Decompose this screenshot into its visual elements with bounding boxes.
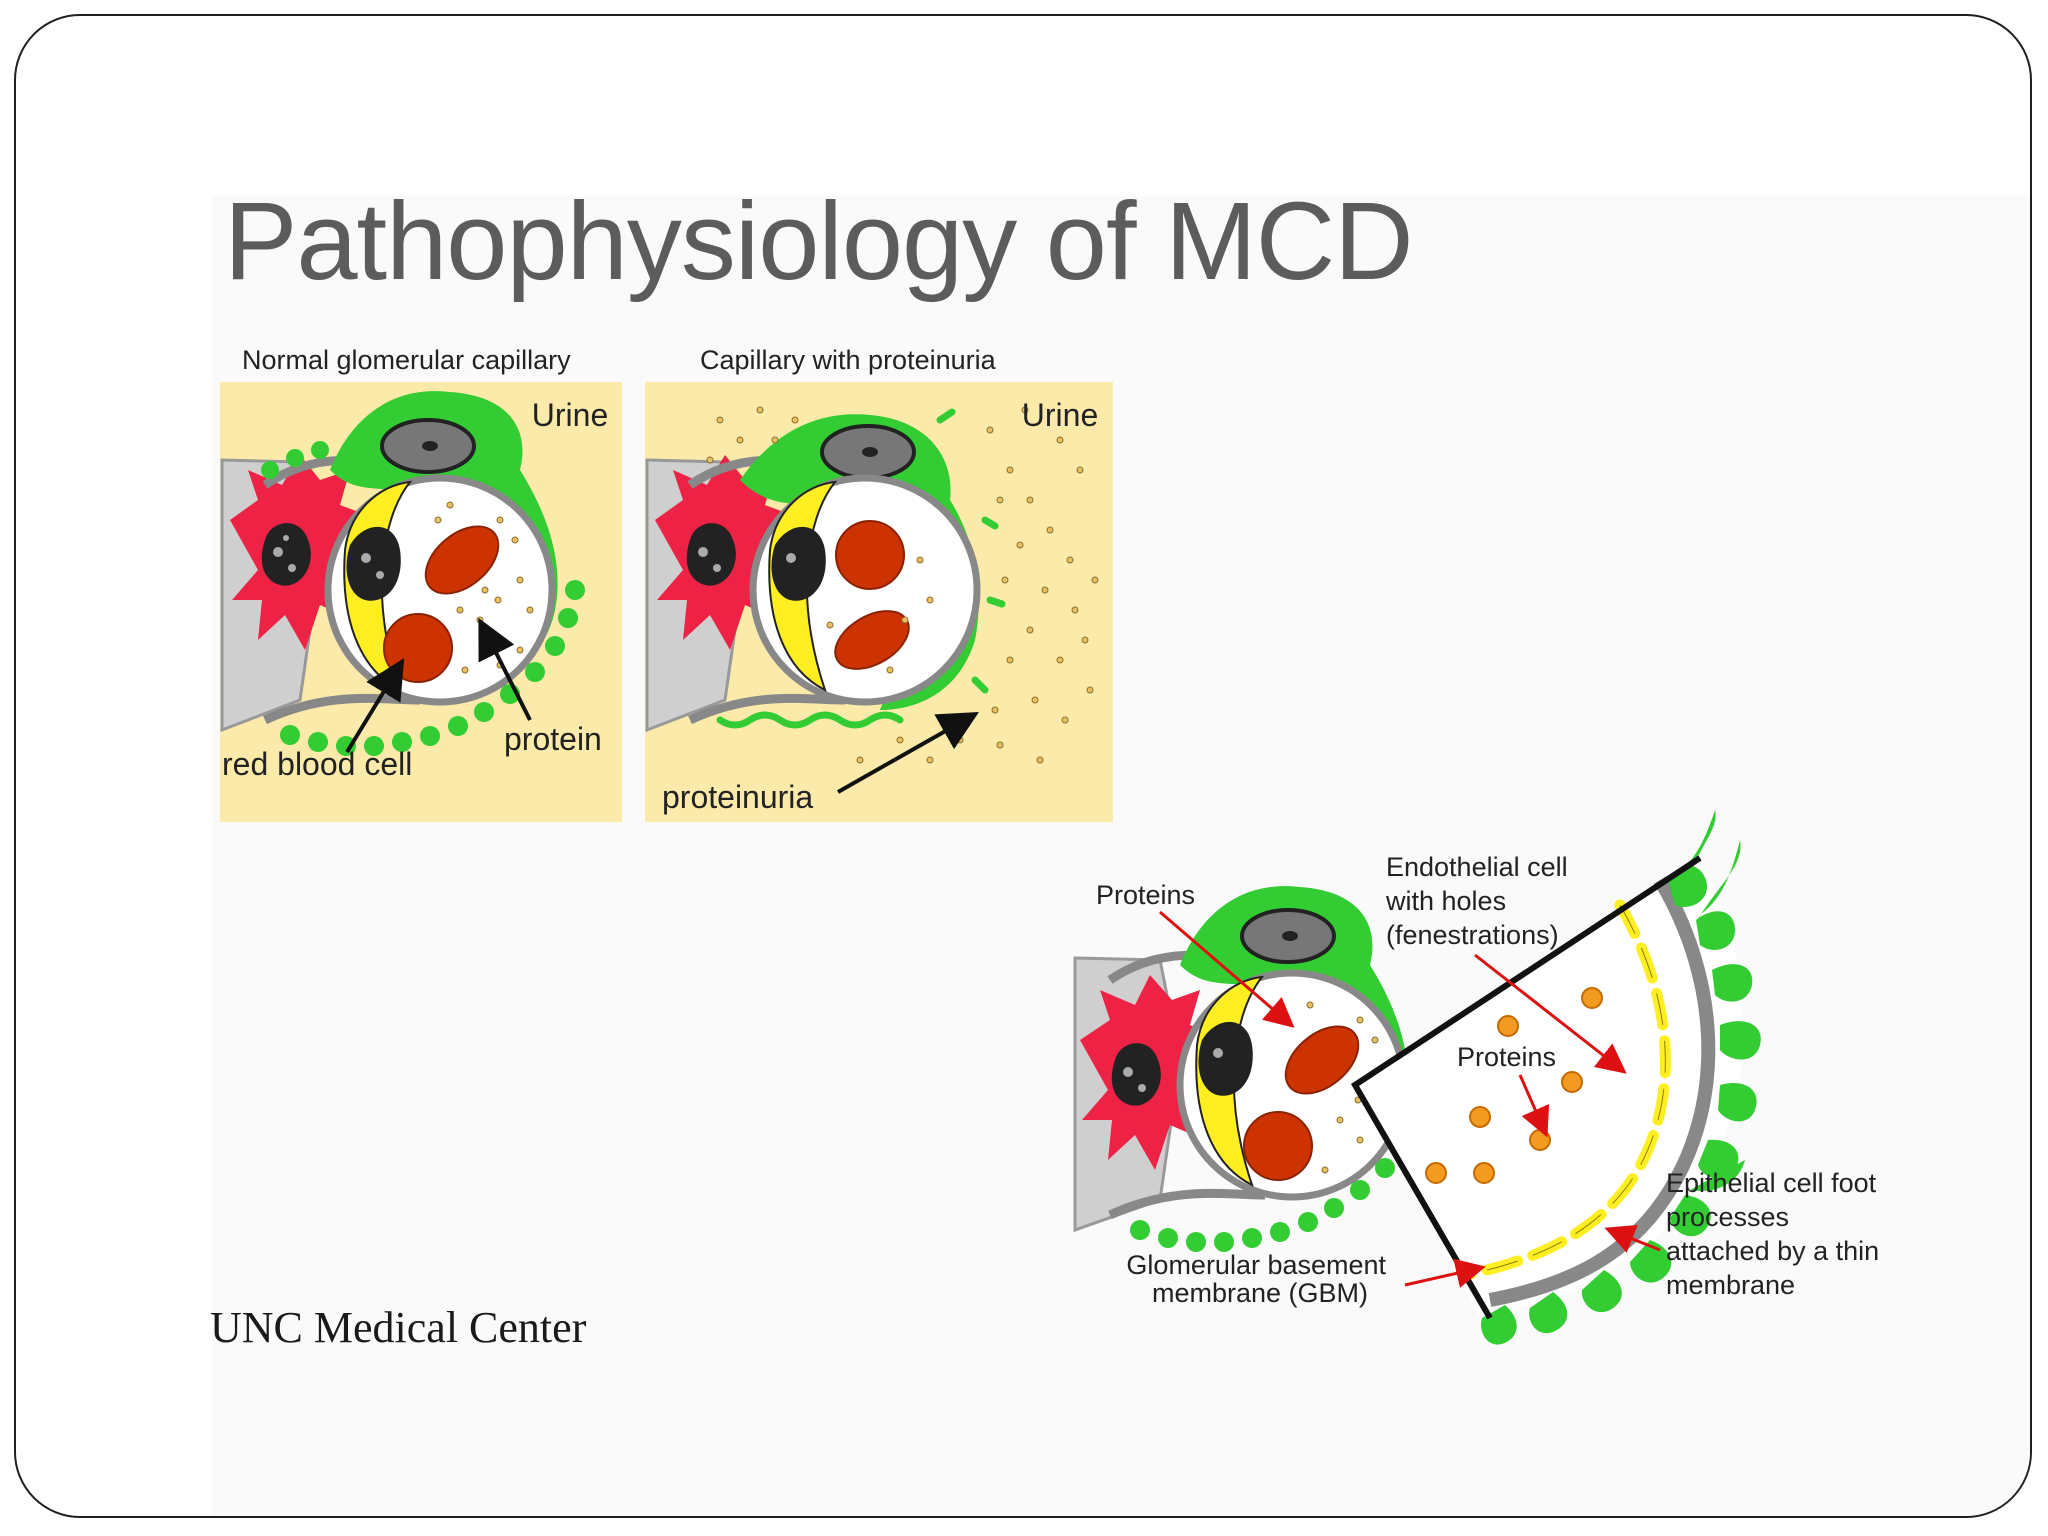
protein-label: protein <box>504 721 602 757</box>
proteins-inner-label: Proteins <box>1457 1042 1556 1072</box>
slide-title: Pathophysiology of MCD <box>224 180 1414 303</box>
urine-label-proteinuria: Urine <box>1022 397 1098 433</box>
gbm-arc <box>1488 876 1716 1307</box>
normal-capillary-panel: Urine red blood cell protein <box>220 382 622 822</box>
proteinuria-arrow <box>837 712 979 794</box>
epithelial-arrow <box>1604 1224 1661 1253</box>
red-blood-cell <box>424 525 500 595</box>
proteinuria-label: proteinuria <box>662 779 813 815</box>
proteins-outer-label: Proteins <box>1096 880 1195 910</box>
proteinuria-panel-title: Capillary with proteinuria <box>700 345 996 375</box>
epithelial-label: Epithelial cell foot processes attached … <box>1666 1168 1887 1300</box>
endothelial-nucleus <box>346 526 401 601</box>
rbc-arrow <box>345 658 405 754</box>
rbc-label: red blood cell <box>222 746 412 782</box>
gbm-arrow <box>1404 1258 1486 1288</box>
normal-panel-title: Normal glomerular capillary <box>242 345 571 375</box>
source-caption: UNC Medical Center <box>210 1303 587 1352</box>
detail-panel: Proteins Endothelial cell with holes (fe… <box>1073 810 1887 1345</box>
proteinuria-panel: Urine proteinuria <box>645 382 1113 822</box>
endothelial-arrow <box>1474 953 1627 1074</box>
proteins-outer-arrow <box>1159 910 1295 1028</box>
protein-arrow <box>478 617 532 721</box>
protein-dots <box>1425 987 1603 1184</box>
urine-label-normal: Urine <box>532 397 608 433</box>
proteins-inner-arrow <box>1518 1074 1550 1138</box>
gbm-label: Glomerular basement membrane (GBM) <box>1126 1250 1393 1308</box>
endothelial-label: Endothelial cell with holes (fenestratio… <box>1385 852 1575 950</box>
mesangial-nucleus <box>261 523 311 586</box>
